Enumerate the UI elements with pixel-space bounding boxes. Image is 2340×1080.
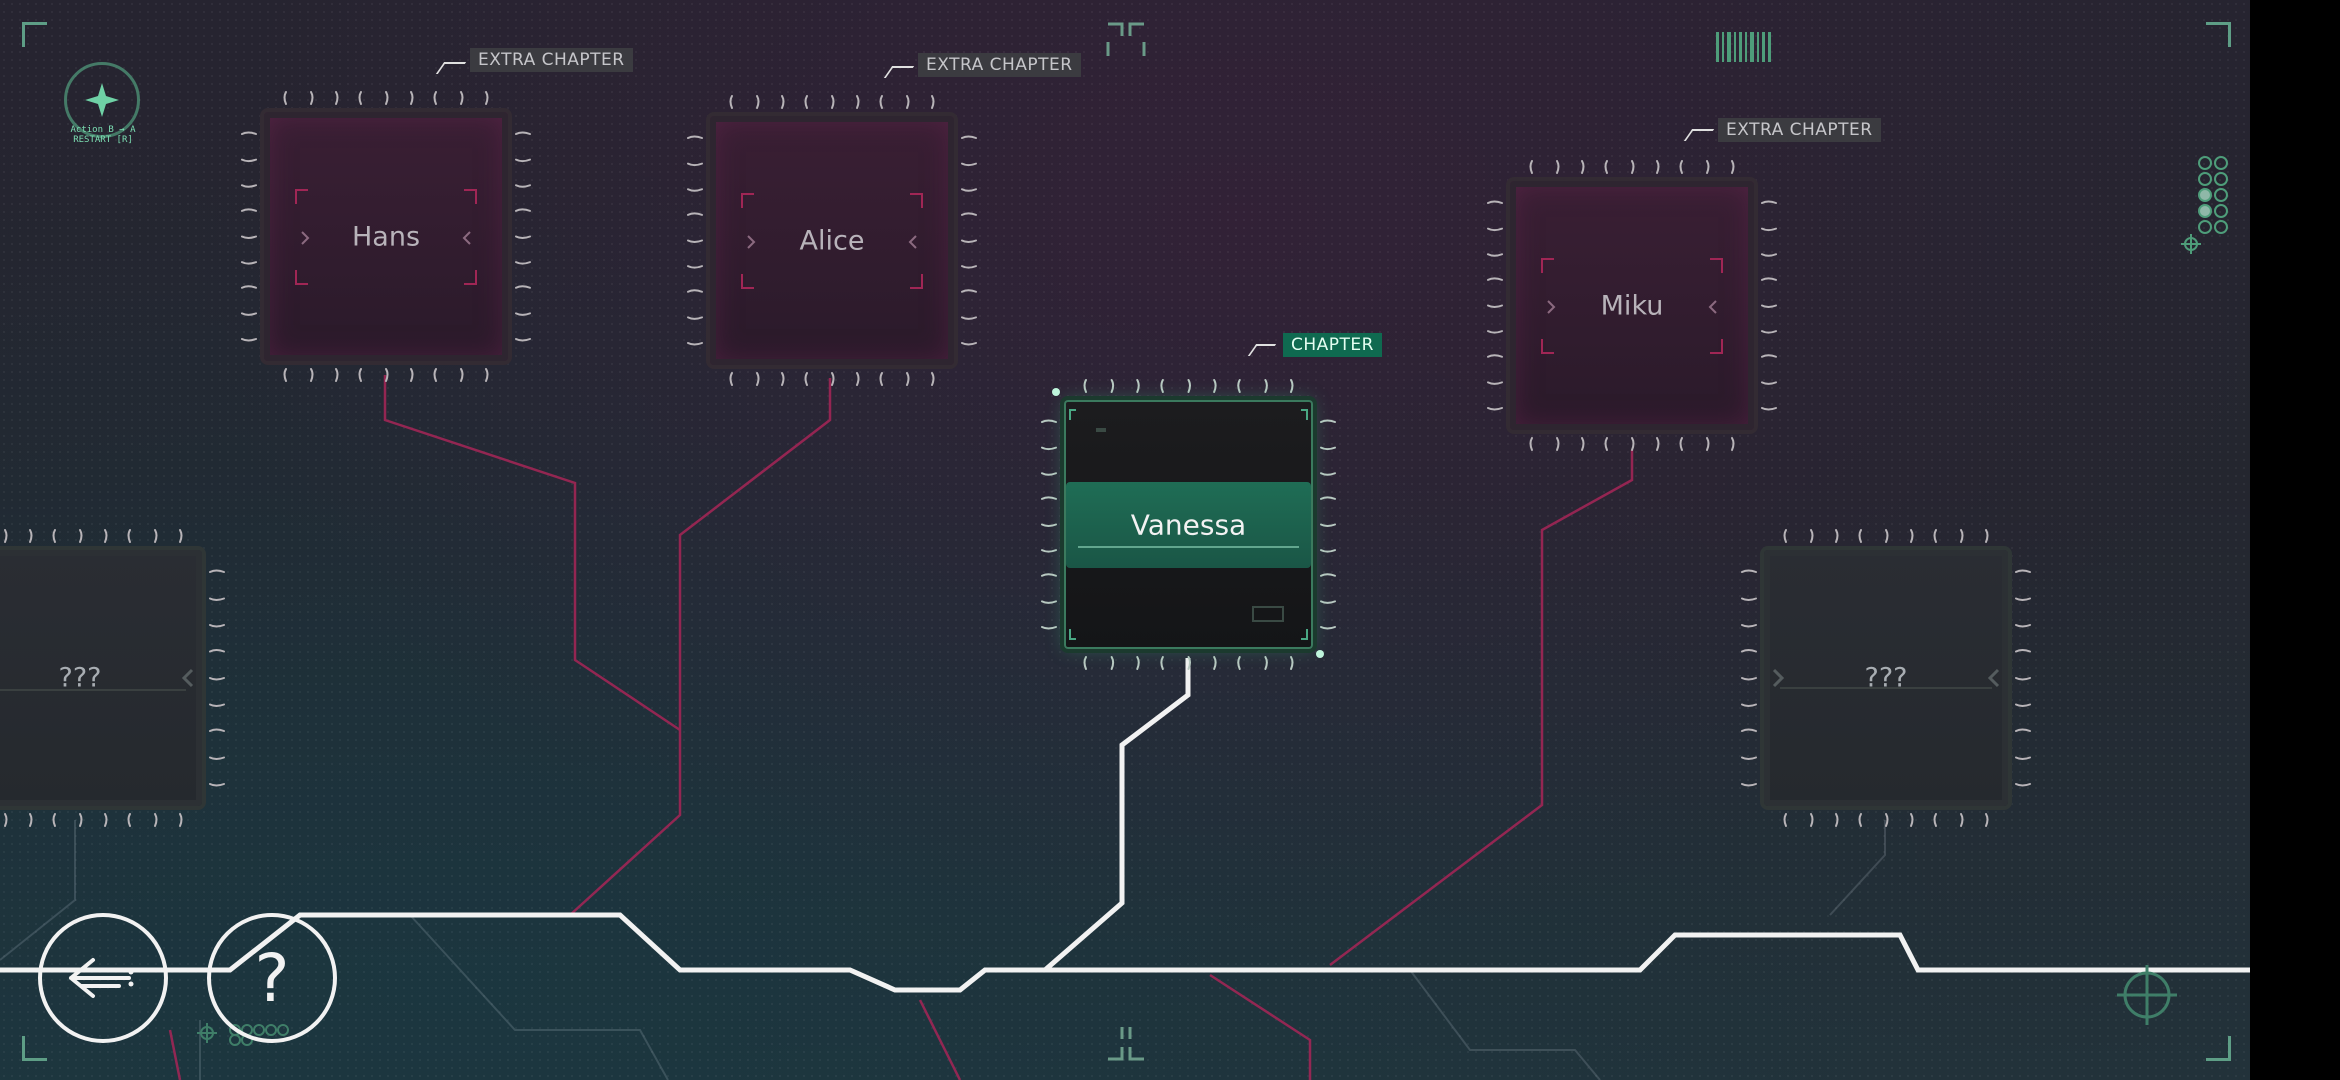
chip-frame-brackets — [1772, 668, 2000, 689]
small-crosshair-icon — [2181, 234, 2201, 254]
chapter-name: ??? — [1864, 662, 1908, 694]
top-center-bracket-icon — [1106, 22, 1146, 56]
top-right-corner-bracket — [2206, 22, 2231, 47]
help-question-mark: ? — [254, 939, 290, 1017]
chapter-chip-unknown-right[interactable]: ??? — [1736, 522, 2036, 834]
chapter-chip-unknown-left[interactable]: ??? — [0, 522, 230, 834]
top-left-corner-bracket — [22, 22, 47, 47]
screen-edge-bar — [2250, 0, 2340, 1080]
chapter-name: Vanessa — [1130, 508, 1247, 541]
chapter-name: Miku — [1600, 290, 1664, 321]
circuit-wires — [0, 375, 2250, 1080]
chip-frame-brackets — [1541, 258, 1723, 354]
chapter-tag-miku: EXTRA CHAPTER — [1718, 118, 1881, 142]
chapter-name: Alice — [799, 225, 865, 256]
bottom-left-corner-bracket — [22, 1036, 47, 1061]
back-button[interactable] — [38, 913, 168, 1043]
chapter-chip-miku[interactable]: Miku — [1482, 153, 1782, 458]
back-arrow-icon — [69, 958, 134, 998]
chip-frame-brackets — [295, 189, 477, 285]
chip-body — [0, 550, 202, 806]
chip-body — [710, 116, 954, 365]
chip-body — [264, 112, 508, 361]
progress-dots-icon — [2198, 156, 2228, 234]
chapter-tag-hans: EXTRA CHAPTER — [470, 48, 633, 72]
chapter-chip-hans[interactable]: Hans — [236, 84, 536, 389]
bottom-right-corner-bracket — [2206, 1036, 2231, 1061]
chip-frame-brackets — [741, 193, 923, 289]
chip-body — [1510, 181, 1754, 430]
crosshair-icon — [2117, 965, 2177, 1025]
chapter-chip-alice[interactable]: Alice — [682, 88, 982, 393]
chapter-tag-vanessa: CHAPTER — [1283, 333, 1382, 357]
chapter-name: Hans — [351, 221, 421, 252]
chapter-tag-alice: EXTRA CHAPTER — [918, 53, 1081, 77]
chapter-name-plate — [1066, 481, 1311, 568]
hud-action-text: Action B → A RESTART [R] — [70, 125, 136, 145]
help-button[interactable]: ? — [207, 913, 337, 1043]
chapter-name: ??? — [58, 662, 102, 694]
chip-frame-brackets — [0, 668, 194, 691]
chapter-select-screen: Action B → A RESTART [R] — [0, 0, 2250, 1080]
star-emblem-icon — [64, 62, 140, 138]
chapter-chip-vanessa[interactable]: Vanessa — [1036, 372, 1341, 677]
barcode-icon — [1716, 32, 1771, 62]
bottom-center-bracket-icon — [1108, 1027, 1144, 1061]
chip-body — [1764, 550, 2008, 806]
